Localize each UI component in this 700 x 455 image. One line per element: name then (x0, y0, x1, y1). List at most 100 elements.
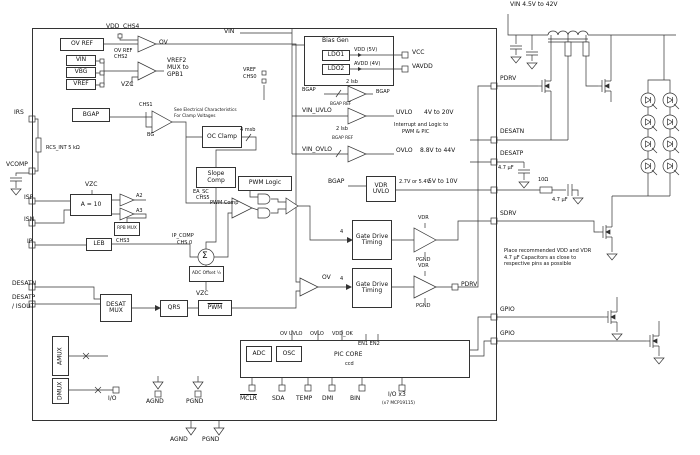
chs1-label: CHS1 (139, 102, 153, 108)
bgap-ref1-label: BGAP REF (330, 102, 352, 107)
adc-offset-block: ADC Offset ½ (189, 266, 224, 282)
cap1-label: 4.7 μF (498, 165, 514, 171)
wires-sense-pwm (35, 188, 347, 290)
avdd4-label: AVDD (4V) (354, 61, 381, 67)
uvlo-label: UVLO (396, 109, 413, 116)
ovlo-range-label: 8.8V to 44V (420, 147, 456, 154)
lsb2a-label: 2 lsb (346, 79, 358, 85)
leb-block: LEB (86, 238, 112, 251)
irs-label: IRS (14, 109, 24, 116)
comparator-icon (347, 145, 367, 163)
error-amp-icon (151, 110, 173, 134)
comparator-icon (347, 107, 367, 125)
chs0b-label: CHS 0 (177, 240, 193, 246)
led-icon (640, 158, 658, 176)
ea-note-1: See Electrical Characteristics (174, 108, 237, 113)
gate-buffer-icon (413, 227, 437, 253)
mosfet-icon (598, 76, 612, 96)
desatp-ext-label: DESATP (500, 150, 524, 157)
led-icon (640, 114, 658, 132)
vzc-label-1: VZC (121, 81, 134, 88)
bg-label: BG (147, 132, 155, 138)
comparator-icon (119, 193, 135, 207)
vdr-a-label: VDR (418, 215, 429, 221)
pic-core-box (240, 340, 470, 378)
chs0-top-label: CHS0 (243, 74, 257, 80)
mosfet-icon (599, 222, 613, 242)
agnd-pin-label: AGND (146, 398, 164, 405)
led-icon (662, 114, 680, 132)
pgnd-pin-label: PGND (186, 398, 204, 405)
vzc-label-3: VZC (85, 181, 98, 188)
pdrv-inner-label: PDRV (461, 281, 478, 288)
bin-label: BIN (350, 395, 361, 402)
pwm-block: PWM (198, 300, 232, 316)
ea-note-2: For Clamp Voltages (174, 114, 216, 119)
ovlo2-label: OVLO (310, 331, 324, 337)
vin-uvlo-label: VIN_UVLO (302, 107, 332, 114)
mcp-note-label: (x7 MCP19115) (382, 401, 415, 406)
comparator-icon (347, 85, 367, 103)
chs4-label: CHS4 (123, 23, 140, 30)
mux-line3: GPB1 (167, 71, 184, 78)
r10-label: 10Ω (538, 177, 549, 183)
desatn-label: DESATN (12, 280, 37, 287)
ref-vref-block: VREF (66, 79, 96, 90)
bgap-out-label: BGAP (376, 89, 390, 95)
adc-block: ADC (246, 346, 272, 362)
resistor-icon (539, 186, 553, 194)
dmux-block: DMUX (52, 378, 69, 404)
resistor-icon (564, 41, 572, 57)
wires-desat-drive (35, 85, 491, 309)
qrs-block: QRS (160, 300, 188, 317)
mosfet-icon (538, 76, 552, 96)
lsb2b-label: 2 lsb (336, 126, 348, 132)
pdrv-ext-label: PDRV (500, 75, 517, 82)
vdr-uvlo-block: VDR UVLO (366, 176, 396, 202)
vcomp-label: VCOMP (6, 161, 28, 168)
vdd-ok-label: VDD_OK (332, 331, 353, 337)
summing-junction-icon (197, 248, 215, 266)
chs2-label: CHS2 (114, 54, 128, 60)
a10-block: A = 10 (70, 194, 112, 216)
four-msb-label: 4 msb (240, 127, 256, 133)
led-icon (640, 92, 658, 110)
vcc-label: VCC (412, 49, 425, 56)
and-gate-icon (257, 207, 271, 219)
chs3-label: CHS3 (116, 238, 130, 244)
mosfet-icon (604, 307, 618, 327)
vavdd-label: VAVDD (412, 63, 433, 70)
pgnd-a-label: PGND (416, 257, 431, 263)
sdrv-ext-label: SDRV (500, 210, 517, 217)
bgap-block: BGAP (72, 108, 110, 122)
ldo1-block: LDO1 (322, 50, 350, 61)
ovlo-label: OVLO (396, 147, 413, 154)
led-icon (640, 136, 658, 154)
isp-label: ISP (24, 194, 34, 201)
slope-comp-block: Slope Comp (196, 167, 236, 188)
dmi-label: DMI (322, 395, 334, 402)
comparator-icon (137, 61, 157, 81)
mosfet-icon (646, 331, 660, 351)
vdr-b-label: VDR (418, 263, 429, 269)
ccd-label: ccd (345, 361, 354, 367)
sda-label: SDA (272, 395, 285, 402)
pwm-logic-block: PWM Logic (238, 176, 292, 191)
osc-block: OSC (276, 346, 302, 362)
vin-ext-label: VIN 4.5V to 42V (510, 1, 558, 8)
vzc-label-2: VZC (196, 290, 209, 297)
ov-comparator-icon (299, 277, 319, 297)
ip-label: IP (27, 238, 33, 245)
desatp-label: DESATP (12, 294, 36, 301)
placement-note: Place recommended VDD and VDR 4.7 μF Cap… (504, 248, 592, 267)
led-icon (662, 92, 680, 110)
sigma-label: Σ (202, 251, 208, 261)
iox3-label: I/O x3 (388, 391, 406, 398)
resistor-icon (582, 41, 590, 57)
mux-line1: VREF2 (167, 57, 187, 64)
cap2-label: 4.7 μF (552, 197, 568, 203)
interrupt-label-1: Interrupt and Logic to (394, 122, 449, 128)
ic-boundary (32, 28, 497, 421)
mclr-label: MCLR (240, 395, 257, 402)
